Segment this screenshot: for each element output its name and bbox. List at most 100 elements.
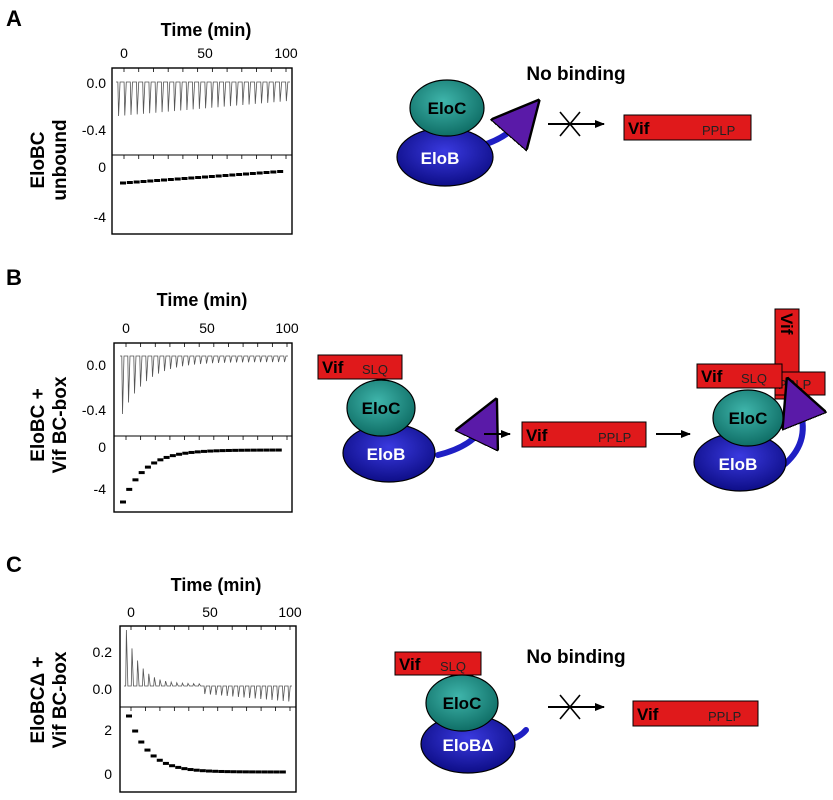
vif-bar xyxy=(521,421,647,448)
isotherm-point xyxy=(263,171,270,174)
isotherm-point xyxy=(163,455,170,459)
isotherm-point xyxy=(213,449,220,453)
isotherm-point xyxy=(238,448,245,452)
isotherm-point xyxy=(206,769,212,773)
lower-y-tick: 2 xyxy=(104,722,112,738)
isotherm-point xyxy=(151,461,158,465)
bcbox-bar xyxy=(317,354,403,380)
isotherm-point xyxy=(218,769,225,773)
isotherm-point xyxy=(257,448,264,452)
isotherm-point xyxy=(181,767,188,771)
isotherm-point xyxy=(250,448,257,452)
isotherm-point xyxy=(195,176,202,179)
side-label-line1: EloBC + xyxy=(28,388,49,461)
isotherm-point xyxy=(126,487,133,491)
isotherm-point xyxy=(236,770,243,774)
x-tick-label: 0 xyxy=(122,320,130,336)
raw-heat-trace xyxy=(124,629,292,702)
isotherm-point xyxy=(207,449,214,453)
x-tick-label: 100 xyxy=(274,45,298,61)
upper-y-tick: 0.0 xyxy=(93,681,113,697)
isotherm-point xyxy=(175,765,182,769)
isotherm-point xyxy=(193,768,200,772)
isotherm-point xyxy=(242,770,249,774)
side-label-line1: EloBC xyxy=(28,131,49,188)
lower-y-tick: -4 xyxy=(94,209,107,225)
isotherm-point xyxy=(156,758,163,762)
itc-tick-marks xyxy=(125,343,288,440)
x-tick-label: 0 xyxy=(127,604,135,620)
side-label-line1: EloBCΔ + xyxy=(28,656,49,743)
blocked-cross xyxy=(559,694,581,720)
isotherm-point xyxy=(188,450,195,454)
panel-c: C EloBCΔ + Vif BC-box Time (min) 0 50 10… xyxy=(6,552,759,793)
isotherm-point xyxy=(133,180,140,184)
isotherm-point xyxy=(144,465,151,469)
isotherm-point xyxy=(126,714,132,718)
isotherm-point xyxy=(161,178,167,182)
vif-protein: Vif PPLP xyxy=(623,114,752,141)
isotherm-point xyxy=(273,770,280,774)
isotherm-point xyxy=(150,754,157,758)
isotherm-point xyxy=(267,770,274,774)
itc-tick-marks xyxy=(123,68,287,159)
isotherm-point xyxy=(232,448,239,452)
x-tick-label: 50 xyxy=(202,604,218,620)
isotherm-point xyxy=(199,769,206,773)
isotherm-point xyxy=(263,448,270,452)
vif-motif: PPLP xyxy=(702,123,735,138)
itc-frame xyxy=(111,67,293,235)
isotherm-point xyxy=(243,172,249,176)
raw-heat-trace xyxy=(116,81,290,117)
isotherm-point xyxy=(138,740,145,744)
lower-y-tick: 0 xyxy=(98,159,106,175)
lower-y-tick: 0 xyxy=(98,439,106,455)
isotherm-point xyxy=(236,173,243,176)
isotherm-point xyxy=(181,177,188,180)
isotherm-point xyxy=(230,770,237,774)
side-label-line2: unbound xyxy=(50,119,71,200)
x-tick-label: 0 xyxy=(120,45,128,61)
upper-y-tick: 0.0 xyxy=(87,75,107,91)
isotherm-point xyxy=(279,770,286,774)
isotherm-point xyxy=(169,764,176,768)
elob-delta-label: EloBΔ xyxy=(443,736,494,755)
elob-tail-arrow xyxy=(785,405,803,467)
panel-b: B EloBC + Vif BC-box Time (min) 0 50 100… xyxy=(6,265,825,513)
bcbox-bar xyxy=(394,651,482,676)
isotherm-point xyxy=(132,478,139,482)
isotherm-point xyxy=(249,770,256,774)
upper-y-tick: 0.2 xyxy=(93,644,113,660)
binding-isotherm xyxy=(120,170,284,185)
isotherm-point xyxy=(182,451,189,455)
x-tick-label: 100 xyxy=(278,604,302,620)
eloc-label: EloC xyxy=(428,99,467,118)
vif-motif: PPLP xyxy=(778,377,811,392)
eloc-ellipse xyxy=(409,79,485,137)
upper-y-tick: 0.0 xyxy=(87,357,107,373)
eloc-label: EloC xyxy=(362,399,401,418)
lower-y-tick: 0 xyxy=(104,766,112,782)
upper-y-tick: -0.4 xyxy=(82,122,106,138)
isotherm-point xyxy=(249,172,256,175)
vif-motif: PPLP xyxy=(598,430,631,445)
isotherm-point xyxy=(261,770,268,774)
isotherm-point xyxy=(277,170,284,173)
isotherm-point xyxy=(140,180,147,183)
isotherm-point xyxy=(256,171,263,175)
bcbox-label: Vif xyxy=(399,655,421,674)
isotherm-point xyxy=(126,181,133,184)
itc-tick-marks xyxy=(130,626,291,711)
no-binding-label: No binding xyxy=(526,64,625,85)
isotherm-point xyxy=(212,769,219,773)
isotherm-point xyxy=(270,170,277,174)
panel-letter: A xyxy=(6,6,22,31)
isotherm-point xyxy=(201,449,207,453)
bcbox-motif: SLQ xyxy=(440,659,466,674)
isotherm-point xyxy=(138,471,145,475)
bcbox-motif: SLQ xyxy=(741,371,767,386)
eloc-ellipse xyxy=(712,389,784,447)
axis-title-time: Time (min) xyxy=(161,20,252,40)
isotherm-point xyxy=(154,179,161,182)
